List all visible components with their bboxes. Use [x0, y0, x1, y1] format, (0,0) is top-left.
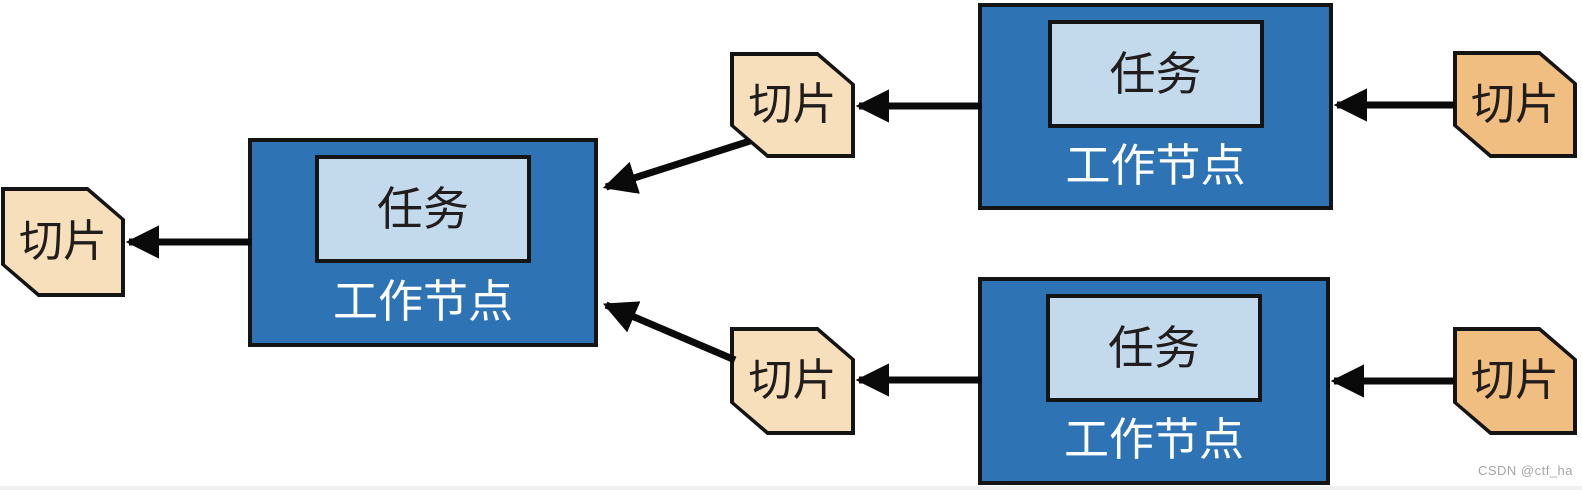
worker-node-top-right: 任务 工作节点 — [978, 3, 1333, 210]
slice-label: 切片 — [19, 217, 107, 266]
slice-intermediate-top: 切片 — [730, 52, 855, 158]
arrow-slice-mid-top-to-worker-left — [602, 137, 752, 194]
slice-shape — [5, 191, 121, 293]
slice-label: 切片 — [1471, 356, 1559, 405]
slice-output-left: 切片 — [1, 187, 125, 297]
task-label: 任务 — [1109, 48, 1202, 100]
slice-input-bottom: 切片 — [1453, 327, 1577, 435]
bottom-strip — [0, 486, 1582, 490]
slice-label: 切片 — [1471, 79, 1559, 129]
worker-node-label: 工作节点 — [1065, 139, 1246, 191]
worker-node-label: 工作节点 — [332, 275, 513, 327]
worker-node-bottom-right: 任务 工作节点 — [978, 277, 1330, 485]
slice-shape — [734, 56, 851, 154]
task-box: 任务 — [1047, 20, 1264, 128]
slice-input-top: 切片 — [1453, 51, 1577, 158]
worker-node-left: 任务 工作节点 — [248, 138, 598, 347]
worker-node-label: 工作节点 — [1063, 414, 1244, 465]
arrow-slice-mid-bottom-to-worker-left — [602, 301, 737, 364]
slice-shape — [734, 331, 851, 431]
slice-intermediate-bottom: 切片 — [730, 327, 855, 435]
slice-shape — [1457, 55, 1573, 154]
task-box: 任务 — [1046, 294, 1262, 402]
task-label: 任务 — [1108, 322, 1200, 374]
csdn-watermark: CSDN @ctf_ha — [1477, 463, 1573, 478]
slice-label: 切片 — [748, 80, 837, 129]
task-box: 任务 — [315, 155, 531, 263]
slice-label: 切片 — [748, 356, 837, 405]
task-label: 任务 — [377, 183, 469, 235]
slice-shape — [1457, 331, 1573, 431]
